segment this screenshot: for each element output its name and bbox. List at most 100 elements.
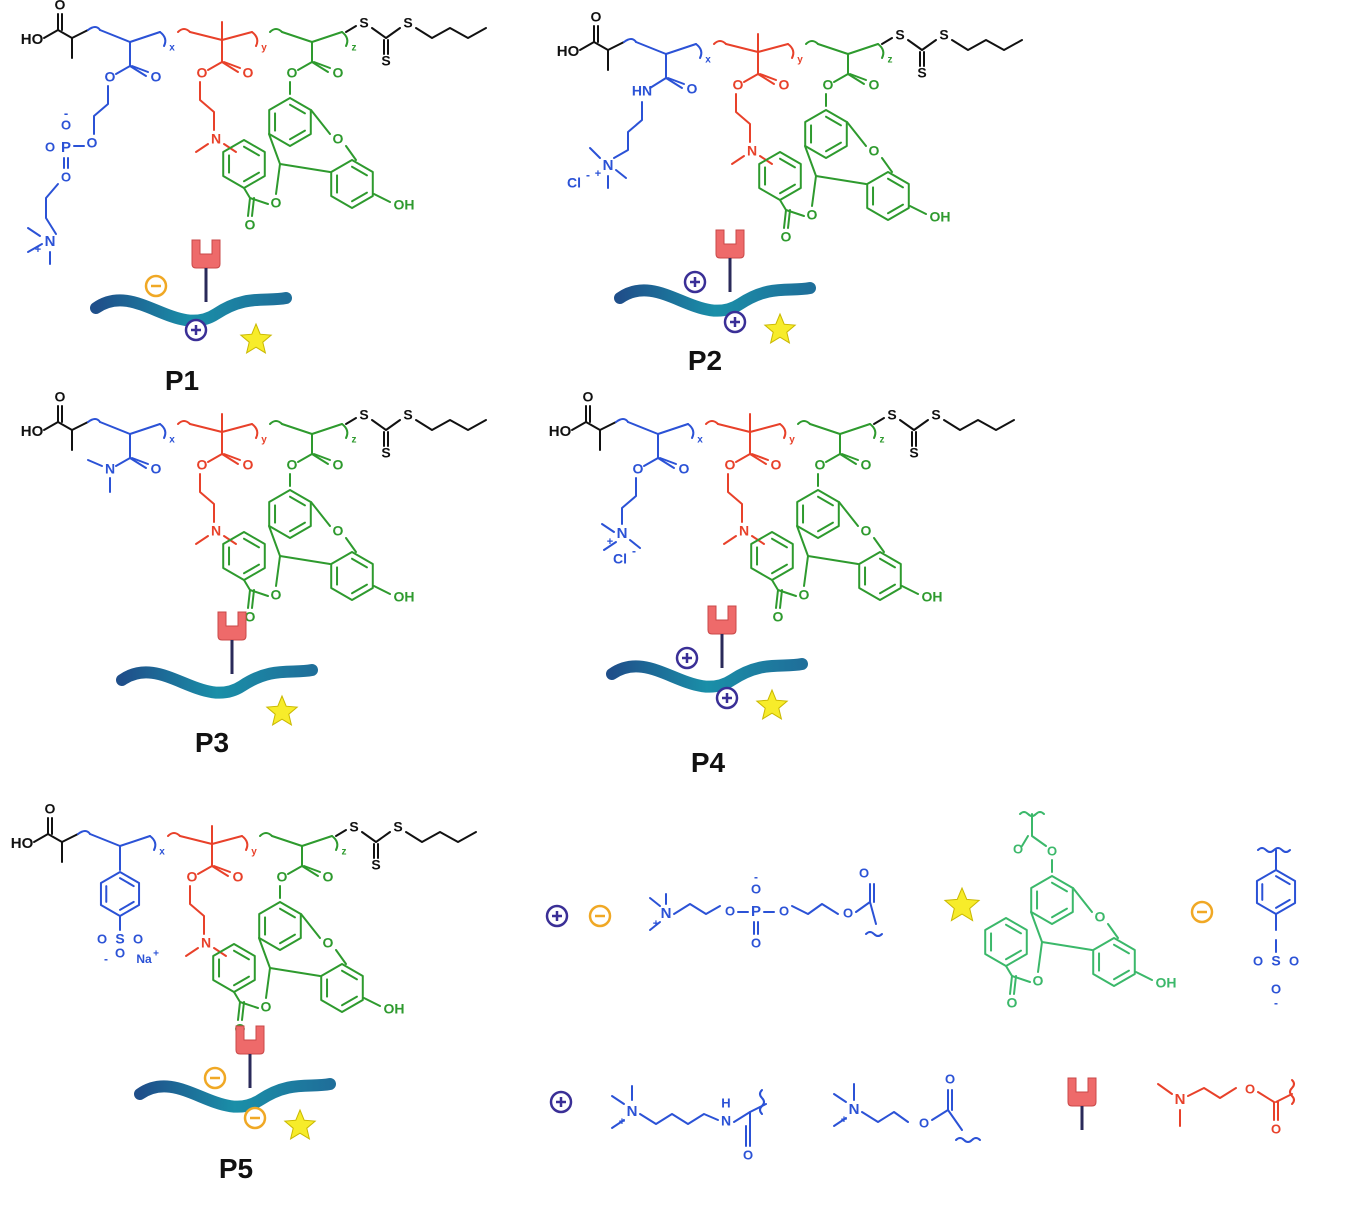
bracket xyxy=(87,418,101,423)
bond xyxy=(849,73,867,81)
negative-charge-icon xyxy=(144,274,168,298)
bond xyxy=(311,453,329,465)
bond xyxy=(221,61,239,73)
atom-label: S xyxy=(393,819,402,835)
bond xyxy=(27,227,41,237)
atom-label: O xyxy=(725,903,735,918)
bracket xyxy=(159,31,167,47)
polymer-label: P1 xyxy=(165,365,199,396)
bond xyxy=(33,833,63,843)
bond xyxy=(909,205,927,215)
atom-label: Cl xyxy=(567,175,581,191)
atom-label: O xyxy=(45,801,56,817)
polymer-chain xyxy=(614,282,816,317)
bond xyxy=(71,421,89,431)
atom-label: O xyxy=(105,69,116,85)
bond xyxy=(241,1001,245,1021)
repeat-y: y xyxy=(797,55,803,66)
bracket xyxy=(177,420,191,425)
double-bond xyxy=(779,157,796,169)
bracket xyxy=(695,43,703,59)
polymer-chain-icon xyxy=(614,229,816,344)
bond xyxy=(901,585,919,595)
bond xyxy=(847,73,865,85)
positive-charge-icon xyxy=(715,686,739,710)
atom-label: S xyxy=(381,445,390,461)
receptor-head xyxy=(1067,1077,1097,1107)
double-bond xyxy=(243,145,260,157)
atom-label: O xyxy=(1047,843,1057,858)
negative-charge-icon xyxy=(243,1106,267,1130)
backbone-x xyxy=(627,421,689,435)
receptor-head xyxy=(217,611,247,641)
bond xyxy=(811,175,817,207)
bond xyxy=(861,1111,909,1123)
polymer-chain-icon xyxy=(606,605,808,720)
bond xyxy=(313,61,331,69)
bracket xyxy=(687,423,695,439)
bond xyxy=(1257,1091,1279,1121)
bond xyxy=(221,453,239,465)
bond xyxy=(199,473,215,523)
bond xyxy=(803,555,809,587)
atom-label: O xyxy=(197,457,208,473)
atom-label: O xyxy=(245,217,256,233)
atom-label: O xyxy=(115,945,125,960)
bond xyxy=(779,589,783,609)
double-bond xyxy=(289,103,306,115)
bracket xyxy=(77,830,91,835)
double-bond xyxy=(341,995,358,1007)
bond xyxy=(237,1001,241,1021)
bond xyxy=(1135,971,1153,981)
atom-label: + xyxy=(153,949,159,960)
bond xyxy=(869,901,877,925)
atom-label: O xyxy=(271,587,282,603)
bond xyxy=(335,949,347,965)
bond xyxy=(601,523,615,533)
double-bond xyxy=(119,900,135,911)
bond xyxy=(838,501,859,527)
double-bond xyxy=(825,115,842,127)
double-bond xyxy=(351,557,368,569)
atom-label: O xyxy=(233,869,244,885)
atom-label: O xyxy=(287,65,298,81)
fluorescent-star-icon xyxy=(943,886,981,922)
atom-label: O xyxy=(733,77,744,93)
atom-label: O xyxy=(1271,981,1281,996)
double-bond xyxy=(817,495,834,507)
legend-ammonium-amide: N+NHO xyxy=(611,1085,767,1162)
bond xyxy=(313,453,331,461)
double-bond xyxy=(233,949,250,961)
bond xyxy=(303,865,321,873)
receptor-icon xyxy=(217,611,247,674)
backbone-x xyxy=(89,833,151,847)
double-bond xyxy=(887,203,904,215)
bond xyxy=(275,555,281,587)
receptor-head xyxy=(707,605,737,635)
bracket xyxy=(615,418,629,423)
bond xyxy=(731,155,745,165)
atom-label: O xyxy=(779,77,790,93)
aromatic-ring xyxy=(330,551,374,601)
bracket xyxy=(177,28,191,33)
atom-label: N xyxy=(1175,1091,1186,1108)
polymer-label: P2 xyxy=(688,345,722,376)
atom-label: + xyxy=(653,918,659,930)
bond xyxy=(779,199,805,217)
bond xyxy=(373,585,391,595)
atom-label: O xyxy=(45,139,55,154)
repeat-z: z xyxy=(352,43,357,54)
receptor-icon xyxy=(191,239,221,302)
atom-label: N xyxy=(603,157,614,174)
atom-label: O xyxy=(55,0,66,13)
bracket xyxy=(779,423,787,439)
atom-label: OH xyxy=(930,209,951,225)
bond xyxy=(873,417,885,425)
double-bond xyxy=(279,907,296,919)
atom-label: O xyxy=(633,461,644,477)
double-bond xyxy=(825,141,842,153)
fluorescent-star-icon xyxy=(763,312,797,344)
backbone-z xyxy=(817,43,879,55)
bond xyxy=(1187,1087,1237,1099)
atom-label: O xyxy=(743,1147,753,1162)
